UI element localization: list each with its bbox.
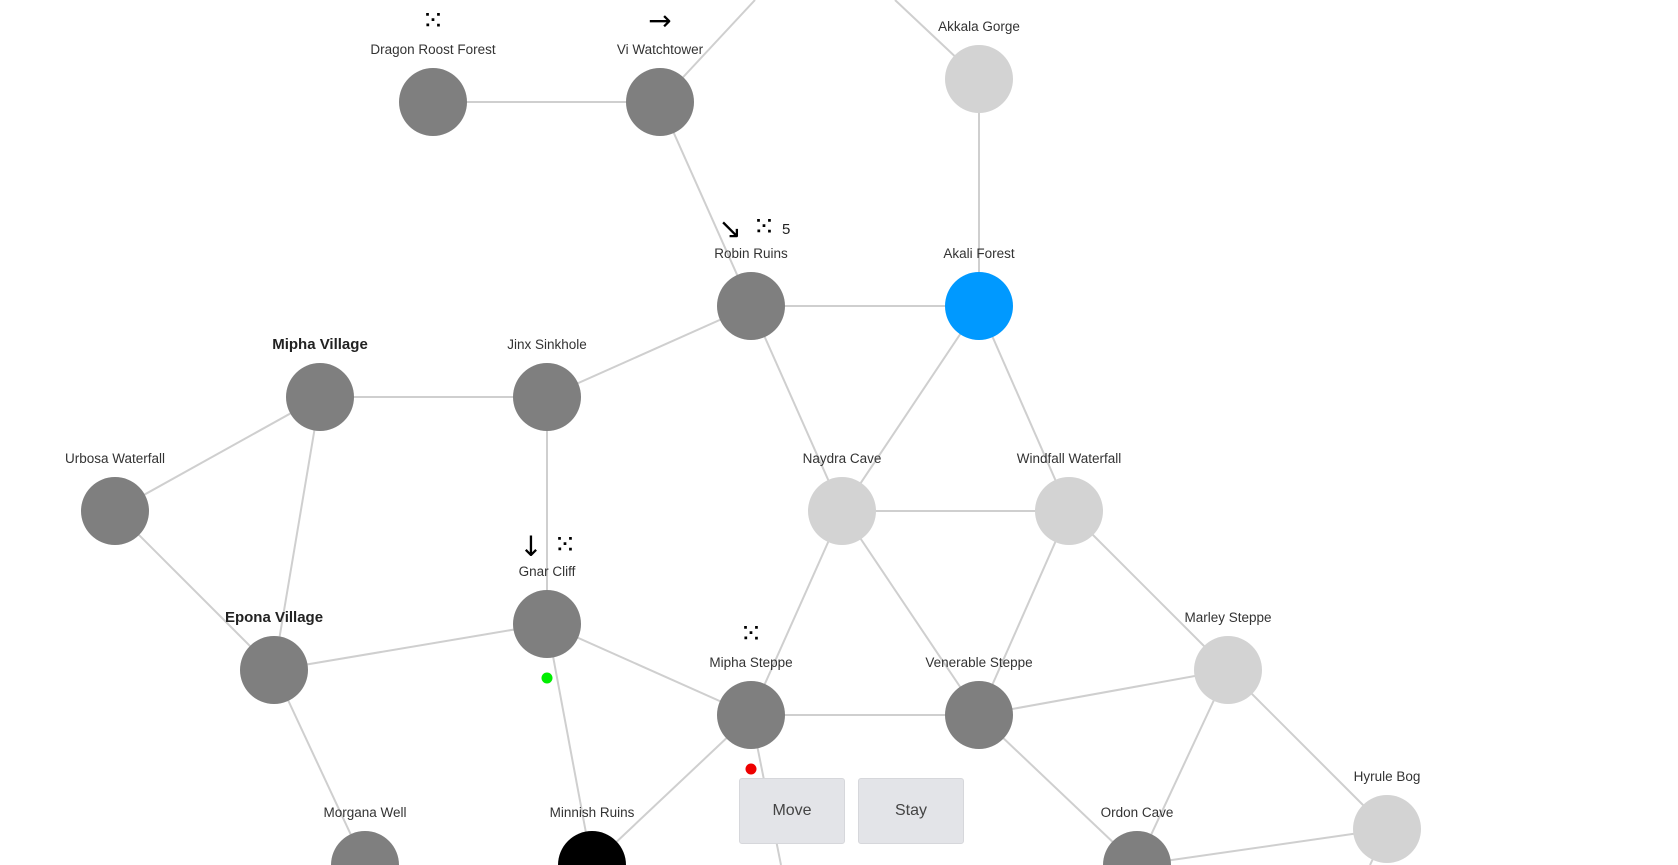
footprints-icon: ⁙ bbox=[739, 617, 762, 650]
node-circle[interactable] bbox=[717, 272, 785, 340]
robin-ruins-count: 5 bbox=[782, 221, 790, 238]
node-mipha-steppe[interactable]: Mipha Steppe bbox=[709, 655, 793, 749]
edge-gnar-cliff-mipha-steppe bbox=[546, 623, 752, 716]
node-label: Vi Watchtower bbox=[617, 42, 704, 57]
node-label: Windfall Waterfall bbox=[1017, 451, 1122, 466]
node-label: Venerable Steppe bbox=[925, 655, 1032, 670]
node-label: Naydra Cave bbox=[803, 451, 882, 466]
node-mipha-village[interactable]: Mipha Village bbox=[272, 336, 368, 431]
edge-robin-ruins-jinx-sinkhole bbox=[546, 305, 752, 398]
node-morgana-well[interactable]: Morgana Well bbox=[323, 805, 407, 865]
node-label: Marley Steppe bbox=[1184, 610, 1271, 625]
edge-marley-steppe-ordon-cave bbox=[1136, 669, 1229, 865]
node-windfall-waterfall[interactable]: Windfall Waterfall bbox=[1017, 451, 1122, 545]
node-circle[interactable] bbox=[240, 636, 308, 704]
edge-naydra-cave-venerable-steppe bbox=[841, 510, 980, 716]
node-circle[interactable] bbox=[513, 590, 581, 658]
edge-venerable-steppe-marley-steppe bbox=[978, 669, 1229, 716]
node-label: Mipha Village bbox=[272, 336, 368, 353]
node-layer: Dragon Roost Forest Vi Watchtower Akkala G… bbox=[65, 19, 1421, 865]
node-circle[interactable] bbox=[945, 45, 1013, 113]
node-label: Epona Village bbox=[225, 609, 323, 626]
edge-windfall-waterfall-venerable-steppe bbox=[978, 510, 1070, 716]
node-circle[interactable] bbox=[945, 681, 1013, 749]
node-circle[interactable] bbox=[1353, 795, 1421, 863]
node-venerable-steppe[interactable]: Venerable Steppe bbox=[925, 655, 1033, 749]
node-circle[interactable] bbox=[558, 831, 626, 865]
node-label: Robin Ruins bbox=[714, 246, 788, 261]
node-vi-watchtower[interactable]: Vi Watchtower bbox=[617, 42, 704, 136]
node-circle[interactable] bbox=[331, 831, 399, 865]
green-dot bbox=[541, 672, 553, 684]
edge-epona-village-morgana-well bbox=[273, 669, 366, 865]
arrow-right-icon: → bbox=[648, 4, 671, 37]
node-circle[interactable] bbox=[945, 272, 1013, 340]
node-label: Urbosa Waterfall bbox=[65, 451, 165, 466]
footprints-icon: ⁙ bbox=[421, 4, 444, 37]
node-circle[interactable] bbox=[513, 363, 581, 431]
node-label: Mipha Steppe bbox=[709, 655, 792, 670]
node-naydra-cave[interactable]: Naydra Cave bbox=[803, 451, 882, 545]
node-gnar-cliff[interactable]: Gnar Cliff bbox=[513, 564, 581, 658]
node-circle[interactable] bbox=[399, 68, 467, 136]
stay-button[interactable]: Stay bbox=[858, 778, 964, 844]
node-label: Hyrule Bog bbox=[1354, 769, 1421, 784]
edge-venerable-steppe-ordon-cave bbox=[978, 714, 1138, 865]
move-button[interactable]: Move bbox=[739, 778, 845, 844]
edge-akali-forest-windfall-waterfall bbox=[978, 305, 1070, 512]
node-circle[interactable] bbox=[808, 477, 876, 545]
node-marley-steppe[interactable]: Marley Steppe bbox=[1184, 610, 1272, 704]
edge-urbosa-waterfall-epona-village bbox=[114, 510, 275, 671]
edge-vi-watchtower-robin-ruins bbox=[659, 101, 752, 307]
node-label: Morgana Well bbox=[323, 805, 406, 820]
node-akali-forest[interactable]: Akali Forest bbox=[943, 246, 1015, 340]
node-akkala-gorge[interactable]: Akkala Gorge bbox=[938, 19, 1020, 113]
edge-mipha-village-urbosa-waterfall bbox=[114, 396, 321, 512]
node-circle[interactable] bbox=[81, 477, 149, 545]
edge-windfall-waterfall-marley-steppe bbox=[1068, 510, 1229, 671]
node-circle[interactable] bbox=[1103, 831, 1171, 865]
edge-naydra-cave-mipha-steppe bbox=[750, 510, 843, 716]
edge-mipha-village-epona-village bbox=[273, 396, 321, 671]
node-circle[interactable] bbox=[717, 681, 785, 749]
marker-layer: 5 ⁙ → ↘ ⁙ ↓ ⁙ ⁙ bbox=[421, 4, 790, 775]
node-circle[interactable] bbox=[286, 363, 354, 431]
node-robin-ruins[interactable]: Robin Ruins bbox=[714, 246, 788, 340]
edge-mipha-steppe-minnish-ruins bbox=[591, 714, 752, 865]
edge-marley-steppe-hyrule-bog bbox=[1227, 669, 1388, 830]
node-label: Jinx Sinkhole bbox=[507, 337, 587, 352]
node-urbosa-waterfall[interactable]: Urbosa Waterfall bbox=[65, 451, 165, 545]
edge-layer bbox=[114, 79, 1388, 865]
edge-gnar-cliff-minnish-ruins bbox=[546, 623, 593, 865]
node-label: Ordon Cave bbox=[1101, 805, 1174, 820]
footprints-icon: ⁙ bbox=[752, 210, 775, 243]
edge-robin-ruins-naydra-cave bbox=[750, 305, 843, 512]
node-minnish-ruins[interactable]: Minnish Ruins bbox=[550, 805, 635, 865]
node-label: Akali Forest bbox=[943, 246, 1015, 261]
node-circle[interactable] bbox=[1035, 477, 1103, 545]
node-circle[interactable] bbox=[626, 68, 694, 136]
arrow-down-right-icon: ↘ bbox=[718, 212, 741, 245]
footprints-icon: ⁙ bbox=[553, 528, 576, 561]
edge-gnar-cliff-epona-village bbox=[273, 623, 548, 671]
node-label: Akkala Gorge bbox=[938, 19, 1020, 34]
node-hyrule-bog[interactable]: Hyrule Bog bbox=[1353, 769, 1421, 863]
node-epona-village[interactable]: Epona Village bbox=[225, 609, 323, 704]
node-circle[interactable] bbox=[1194, 636, 1262, 704]
node-label: Gnar Cliff bbox=[519, 564, 576, 579]
edge-hyrule-bog-ordon-cave bbox=[1136, 828, 1388, 865]
node-ordon-cave[interactable]: Ordon Cave bbox=[1101, 805, 1174, 865]
node-dragon-roost-forest[interactable]: Dragon Roost Forest bbox=[370, 42, 496, 136]
node-label: Minnish Ruins bbox=[550, 805, 635, 820]
arrow-down-icon: ↓ bbox=[519, 530, 542, 563]
node-jinx-sinkhole[interactable]: Jinx Sinkhole bbox=[507, 337, 587, 431]
edge-akali-forest-naydra-cave bbox=[841, 305, 980, 512]
red-dot bbox=[745, 763, 757, 775]
node-label: Dragon Roost Forest bbox=[370, 42, 496, 57]
